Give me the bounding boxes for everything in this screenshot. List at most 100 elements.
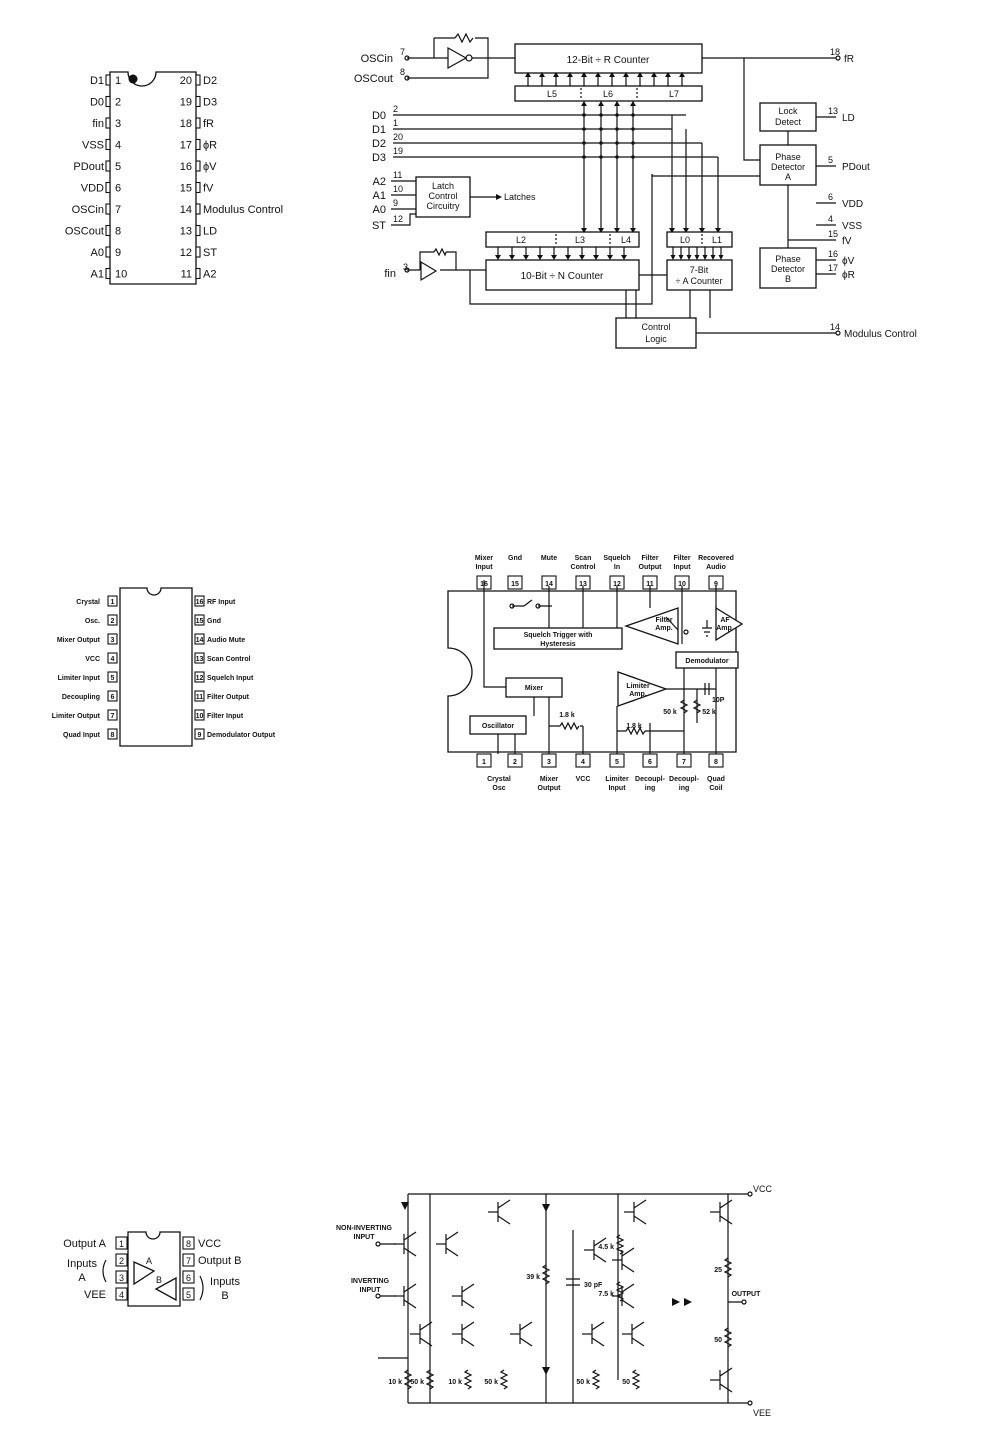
opamp-pin-num-8: 8 [186,1239,191,1249]
fm-pin-label-10: Filter Input [207,713,244,720]
mixer-label: Mixer [525,685,544,692]
pll-pin-name-1: D1 [90,75,104,87]
pll-output-pin-18: 18 [830,47,840,57]
a-latch-box [666,231,733,248]
pll-output-ϕV: ϕV [842,256,855,267]
af-amp-triangle [715,606,744,642]
transistor-emitter [403,1299,417,1309]
limiter-label-1: Limiter [626,683,650,690]
fm-pin-label-16: RF Input [207,599,236,606]
fm-pin-label-14: Audio Mute [207,637,245,644]
fm-pin-num-3: 3 [111,637,115,644]
opamp-b-triangle-icon [154,1276,177,1302]
pin1-dot-icon [128,74,138,84]
opamp-pin-7 [182,1253,195,1267]
junction-dot [631,127,635,131]
transistor-emitter [461,1337,475,1347]
resistor-label-8: 50 [622,1379,630,1386]
pll-pin-num-5: 5 [115,161,121,173]
arrow-down-icon [598,228,604,233]
fm-pin-label-4: VCC [85,656,100,663]
pll-pin-name-4: VSS [82,140,104,152]
fm-pin-num-7: 7 [111,713,115,720]
squelch-label-2: Hysteresis [540,641,576,648]
crystal-osc-label-1: Crystal [487,776,511,783]
fm-top-pin-l1-14: Mute [541,555,557,562]
arrow-down-icon [509,255,515,260]
pll-ic-body [109,71,197,285]
pll-pin-num-10: 10 [115,269,127,281]
opamp-pin-4 [115,1287,128,1301]
resistor-label-0: 10 k [388,1379,402,1386]
opamp-pin-label-4: VEE [84,1289,106,1301]
squelch-label-1: Squelch Trigger with [524,632,593,639]
opamp-pin-label-1: Output A [63,1238,106,1250]
pll-pin-name-6: VDD [81,183,104,195]
resistor-label-3: 50 k [484,1379,498,1386]
arrow-up-icon [609,72,615,77]
arrow-down-icon [718,255,724,260]
resistor-label-10: 50 [714,1337,722,1344]
pll-output-fV: fV [842,236,852,247]
pll-input-D2: D2 [372,138,386,150]
opamp-pin-label-8: VCC [198,1238,221,1250]
arrow-down-icon [694,255,700,260]
opamp-pin-2 [115,1253,128,1267]
n-latch-box [485,231,640,248]
fm-top-pin-num-11: 11 [646,581,654,588]
fm-pin-9 [194,728,205,740]
transistor-emitter [631,1337,645,1347]
pll-input-pin-10: 10 [393,184,403,194]
fm-pin-num-5: 5 [111,675,115,682]
inputs-b-label-1: Inputs [210,1276,240,1288]
pll-pin-20 [195,74,201,86]
arrow-down-icon [678,255,684,260]
fm-pin-label-11: Filter Output [207,694,250,701]
arrow-up-icon [553,72,559,77]
fm-pin-6 [107,690,118,702]
junction-dot [615,141,619,145]
fin-feedback-resistor-icon [433,247,447,257]
transistor-collector [497,1199,511,1209]
n-counter-label: 10-Bit ÷ N Counter [521,271,604,282]
arrow-down-icon [593,255,599,260]
arrow-up-icon [539,72,545,77]
fin-inverter-icon [420,260,438,282]
resistor-label-5: 4.5 k [598,1244,614,1251]
pll-pin-num-12: 12 [180,247,192,259]
fm-pin-label-3: Mixer Output [57,637,101,644]
fm-top-pin-l1-10: Filter [673,555,690,562]
fm-pin-num-11: 11 [196,694,204,701]
phase-b-label-3: B [785,274,791,284]
fm-pin-4 [107,652,118,664]
opamp-pin-label-7: Output B [198,1255,241,1267]
pll-pin-num-6: 6 [115,183,121,195]
latch-l0: L0 [680,235,690,245]
transistor-collector [461,1283,475,1293]
fm-bottom-pin-l1-5: Limiter [605,776,629,783]
filter-amp-label-2: Amp. [655,625,673,632]
arrow-up-icon [581,72,587,77]
resistor-label-1: 50 k [410,1379,424,1386]
pll-pin-name-2: D0 [90,97,104,109]
pll-pin-name-15: fV [203,183,214,195]
pll-pin-name-16: ϕV [203,161,217,173]
transistor-collector [719,1367,733,1377]
pll-pin-9 [105,246,111,258]
pll-pin-name-14: Modulus Control [203,204,283,216]
transistor-emitter [719,1215,733,1225]
junction-dot [599,127,603,131]
fm-top-pin-l2-16: Input [475,564,493,571]
transistor-collector [621,1283,635,1293]
pll-pin-num-13: 13 [180,226,192,238]
fm-bottom-pin-num-8: 8 [714,759,718,766]
pll-pin-14 [195,203,201,215]
lock-detect-label-2: Detect [775,117,802,127]
r-counter-label: 12-Bit ÷ R Counter [567,55,650,66]
inverter-icon [447,46,468,70]
pll-input-OSCin: OSCin [361,53,393,65]
latch-l7: L7 [669,89,679,99]
